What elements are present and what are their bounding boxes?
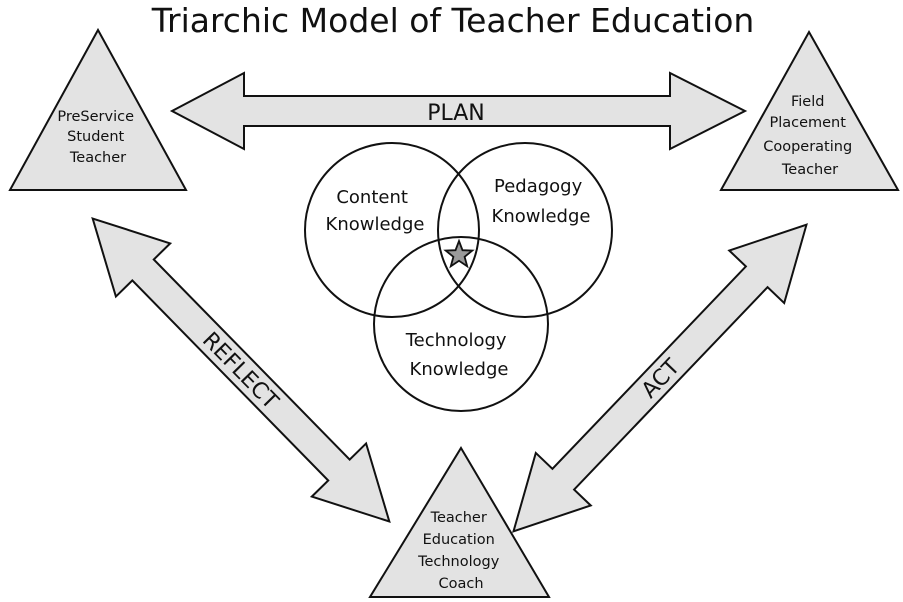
preservice-teacher-label: PreService Student Teacher — [57, 109, 138, 166]
plan-arrow — [169, 71, 748, 151]
reflect-arrow — [91, 217, 391, 523]
technology-coach-triangle — [368, 446, 551, 598]
technology-knowledge-circle — [373, 236, 549, 412]
cooperating-teacher-label: Field Placement Cooperating Teacher — [763, 94, 857, 178]
act-arrow — [512, 223, 808, 533]
content-knowledge-circle — [304, 142, 480, 318]
reflect-label: REFLECT — [197, 328, 283, 415]
preservice-teacher-triangle — [8, 27, 188, 191]
star-icon — [443, 238, 475, 269]
technology-knowledge-label: Technology Knowledge — [405, 330, 513, 380]
pedagogy-knowledge-label: Pedagogy Knowledge — [492, 176, 591, 227]
technology-coach-label: Teacher Education Technology Coach — [417, 510, 504, 592]
pedagogy-knowledge-circle — [437, 142, 613, 318]
cooperating-teacher-triangle — [719, 29, 900, 191]
diagram-title: Triarchic Model of Teacher Education — [151, 1, 755, 40]
content-knowledge-label: Content Knowledge — [326, 187, 425, 235]
plan-label: PLAN — [427, 101, 485, 126]
